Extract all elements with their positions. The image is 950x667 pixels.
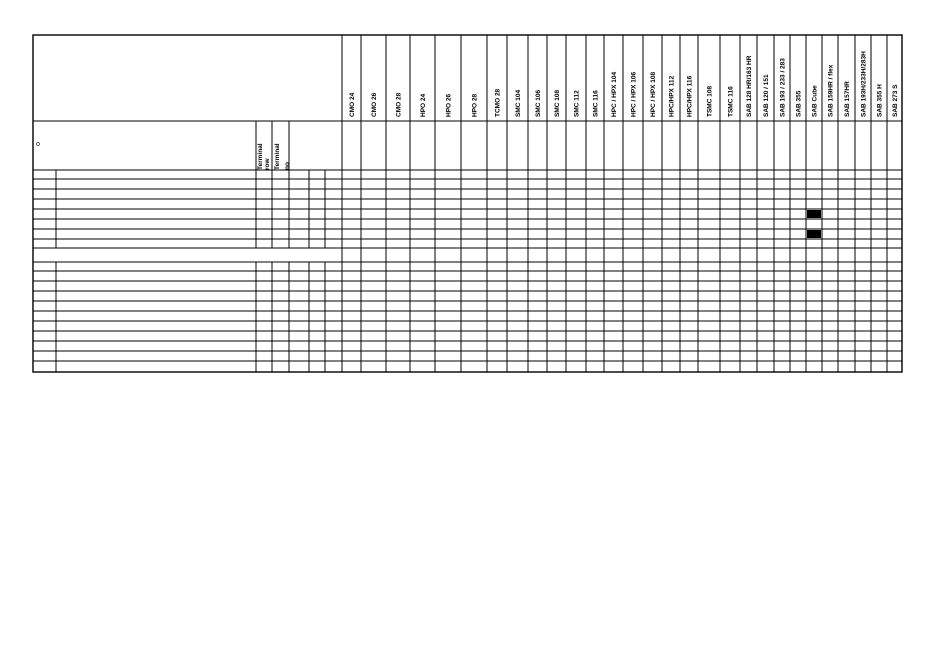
- column-header: TCMO 28: [495, 88, 502, 117]
- column-header: CMO 28: [396, 92, 403, 117]
- table-border: [32, 34, 903, 373]
- filled-cell: [807, 230, 821, 238]
- column-header: SAB 157HR: [844, 81, 851, 117]
- column-header: HPC / HPX 108: [650, 71, 657, 117]
- column-header: SAB 128 HR/163 HR: [746, 55, 753, 117]
- column-header: SMC 106: [535, 90, 542, 117]
- column-header: HPC / HPX 106: [631, 71, 638, 117]
- column-header: HPC/HPX 116: [687, 75, 694, 117]
- column-header: SAB 355: [796, 90, 803, 117]
- column-header: SMC 112: [574, 90, 581, 117]
- terminal-row-header-line1: Terminal: [257, 143, 264, 170]
- column-header: TSMC 108: [707, 86, 714, 117]
- column-header: SAB 159HR / flex: [828, 64, 835, 117]
- column-header: HPC/HPX 112: [669, 75, 676, 117]
- column-header: SMC 104: [515, 90, 522, 117]
- table-grid: [32, 34, 903, 373]
- terminal-no-header-line2: no: [284, 162, 291, 170]
- left-marker: o: [36, 141, 40, 148]
- column-header: CMO 26: [371, 92, 378, 117]
- column-header: HPO 28: [472, 93, 479, 117]
- column-header: SAB 355 H: [877, 84, 884, 117]
- column-header: SAB 120 / 151: [763, 74, 770, 117]
- column-header: SMC 108: [554, 90, 561, 117]
- column-header: HPC / HPX 104: [611, 71, 618, 117]
- column-header: HPO 26: [446, 93, 453, 117]
- terminal-row-header-line2: row: [264, 158, 271, 171]
- column-header: SAB 273 S: [892, 84, 899, 117]
- filled-cell: [807, 210, 821, 218]
- column-header: SAB Cube: [812, 85, 819, 117]
- column-header: SAB 193H/233H/283H: [861, 51, 868, 117]
- filled-cells: [807, 210, 821, 238]
- column-header: SMC 116: [593, 90, 600, 117]
- column-header: HPO 24: [420, 93, 427, 117]
- terminal-no-header-line1: Terminal: [274, 143, 281, 170]
- column-header: SAB 193 / 233 / 283: [780, 58, 787, 117]
- column-header: TSMC 116: [728, 86, 735, 117]
- column-header: CMO 24: [349, 92, 356, 117]
- column-headers: CMO 24 CMO 26 CMO 28 HPO 24 HPO 26 HPO 28 TCMO…: [349, 51, 899, 117]
